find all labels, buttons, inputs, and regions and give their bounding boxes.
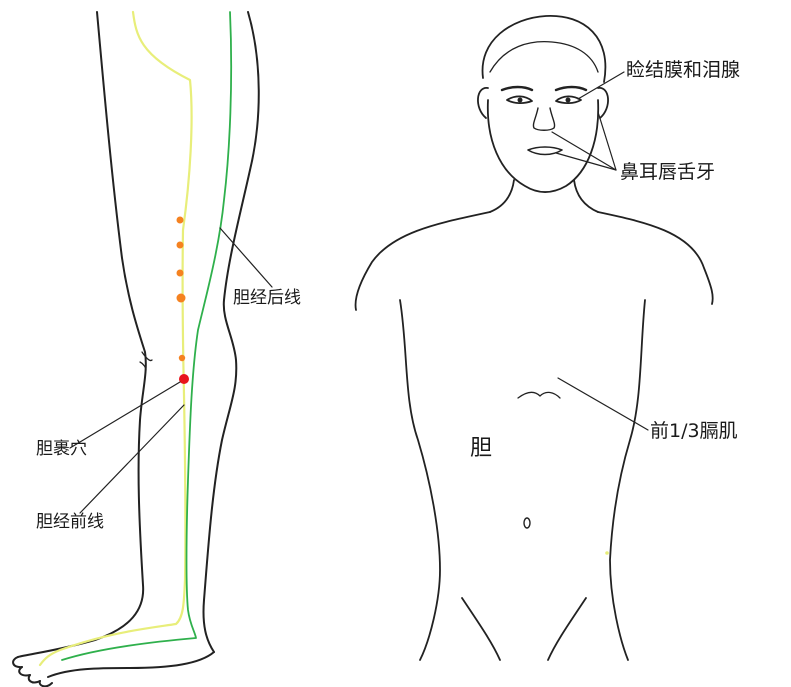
hairline: [489, 40, 599, 73]
neck-left: [489, 179, 515, 213]
acupoint-group: [176, 216, 189, 384]
back-line-label: 胆经后线: [233, 288, 301, 308]
toe-4: [38, 680, 53, 687]
acupoint-3: [176, 269, 184, 277]
pointer-nose: [551, 131, 617, 171]
pointer-eye: [577, 71, 625, 100]
pointer-acupoint: [69, 381, 181, 449]
toe-1: [12, 656, 23, 669]
figure-outline: [354, 15, 714, 661]
abdomen-mark: [605, 551, 609, 555]
toe-2: [18, 666, 31, 677]
left-eyebrow: [500, 85, 534, 92]
face-label: 鼻耳唇舌牙: [620, 161, 716, 183]
torso-right-side: [609, 299, 646, 661]
groin-right: [547, 597, 587, 661]
gallbladder-back-line: [61, 11, 233, 661]
left-shoulder-arm: [354, 211, 491, 311]
foot-sole-contour: [47, 651, 215, 678]
right-eyebrow: [554, 85, 588, 92]
right-shoulder-arm: [597, 211, 714, 305]
face-contour: [486, 99, 600, 193]
hair: [481, 15, 607, 83]
pointer-front-line: [79, 404, 185, 514]
organ-label: 胆: [470, 436, 493, 461]
pointer-diaphragm: [557, 377, 649, 431]
right-ear: [597, 87, 609, 119]
groin-left: [461, 597, 501, 661]
pointer-mouth: [555, 152, 617, 171]
neck-right: [573, 179, 599, 213]
acupoint-5: [178, 354, 186, 362]
torso-left-side: [399, 299, 441, 661]
front-line-label: 胆经前线: [36, 512, 104, 532]
knee-crease: [139, 351, 153, 371]
right-eye: [555, 95, 582, 105]
eye-label: 睑结膜和泪腺: [626, 59, 741, 81]
acupoint-2: [176, 241, 184, 249]
leg-back-contour: [17, 11, 147, 658]
mouth: [527, 146, 563, 156]
acupoint-label: 胆裹穴: [36, 439, 87, 459]
pointer-ear: [597, 111, 617, 171]
diaphragm-label: 前1/3膈肌: [650, 420, 738, 442]
gallbladder-front-line: [38, 10, 193, 667]
navel: [523, 517, 531, 529]
acupoint-key: [179, 374, 189, 384]
leg-outline: [12, 11, 260, 687]
pointer-back-line: [219, 227, 273, 288]
left-eye: [506, 95, 533, 105]
toe-3: [27, 674, 41, 684]
face-pointers: [551, 71, 649, 431]
rib-arch: [517, 391, 561, 399]
acupoint-4: [176, 293, 186, 303]
leg-front-contour: [202, 11, 260, 653]
acupoint-1: [176, 216, 184, 224]
left-ear: [477, 87, 489, 119]
leg-pointers: [69, 227, 273, 514]
nose: [532, 107, 556, 131]
